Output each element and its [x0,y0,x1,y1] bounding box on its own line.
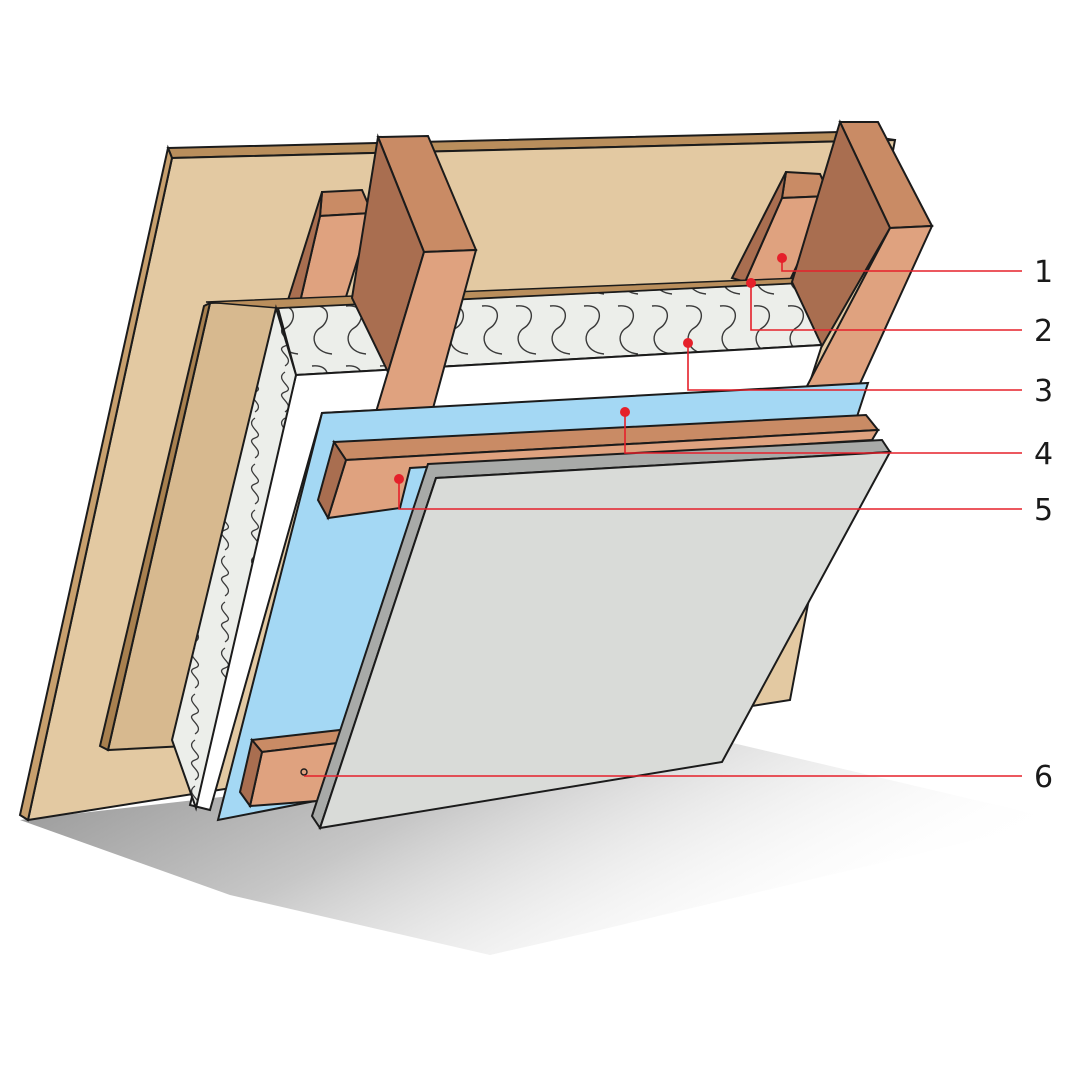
batten-end [316,439,348,521]
dot-1 [777,253,787,263]
sarking-board-side [18,144,174,822]
callout-label-6: 6 [1034,760,1053,795]
dot-4 [620,407,630,417]
insulation-side [170,304,298,812]
dot-2 [746,278,756,288]
callout-label-2: 2 [1034,314,1053,349]
lower-batten-end [238,737,264,809]
small-rafter-left-top [318,188,374,218]
dot-3 [683,338,693,348]
callout-leaders [304,258,1022,777]
dot-5 [394,474,404,484]
callout-label-3: 3 [1034,374,1053,409]
callout-dots [394,253,787,484]
callout-label-4: 4 [1034,437,1053,472]
leader-3 [687,343,1022,391]
leader-5 [398,479,1022,510]
plasterboard [318,450,892,830]
leader-2 [750,283,1022,331]
screw-head [300,768,308,776]
big-rafter-right-side [790,119,892,349]
callout-label-1: 1 [1034,255,1053,290]
leader-4 [624,412,1022,454]
inner-board-edge [98,301,212,752]
callout-label-5: 5 [1034,493,1053,528]
